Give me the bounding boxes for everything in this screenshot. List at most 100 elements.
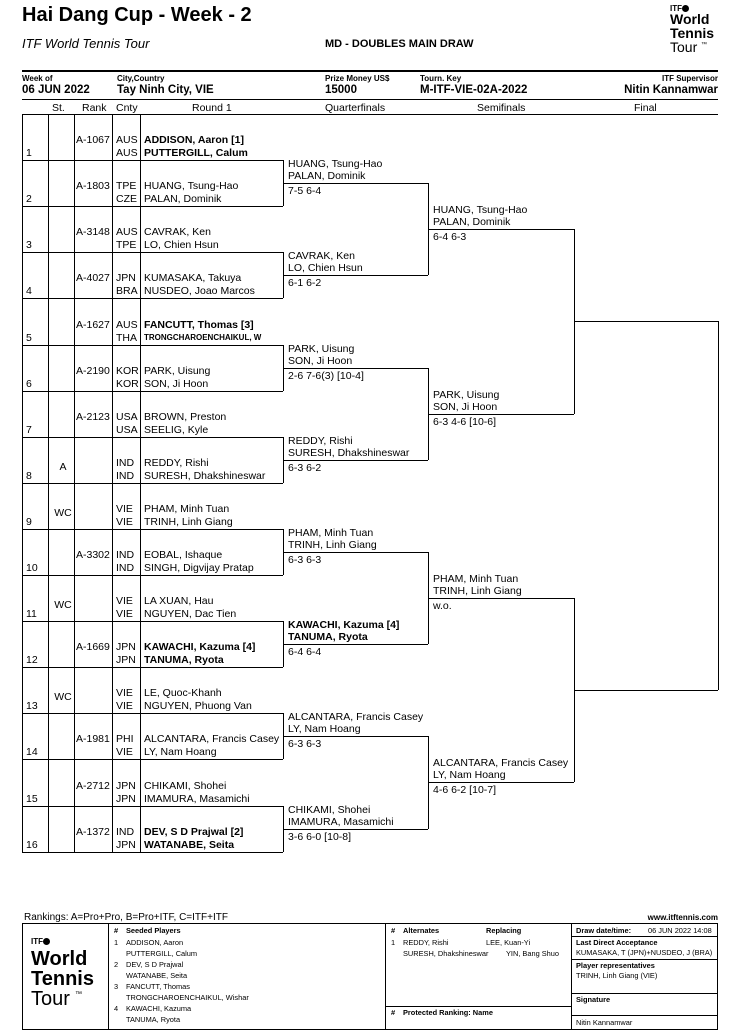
prot-hash: # [391,1008,396,1017]
footer-tennis-ball-icon [43,938,50,945]
sf-line [428,229,574,231]
entry-status: WC [54,506,72,519]
entry-country-2: JPN [116,792,136,805]
seeded-title: Seeded Players [126,926,181,935]
entry-player-1: REDDY, Rishi [144,456,209,469]
seeded-player-2: TRONGCHAROENCHAIKUL, Wishar [126,993,249,1002]
signature-label: Signature [576,995,611,1004]
draw-name: MD - DOUBLES MAIN DRAW [325,38,474,50]
r1-connector [283,436,284,483]
entry-country-1: VIE [116,502,133,515]
draw-datetime-label: Draw date/time: [576,926,632,935]
prot-rule [386,1006,572,1007]
alt-player-1: REDDY, Rishi [403,938,449,947]
col-quarterfinals: Quarterfinals [325,102,386,114]
entry-player-2: SEELIG, Kyle [144,423,209,436]
qf-player-1: KAWACHI, Kazuma [4] [288,619,400,632]
footer-logo-box: ITF World Tennis Tour ™ [22,923,109,1030]
seeded-player-2: TANUMA, Ryota [126,1015,181,1024]
entry-player-1: PHAM, Minh Tuan [144,502,230,515]
col-st: St. [52,102,65,114]
qf-player-1: REDDY, Rishi [288,434,353,447]
entry-bottom-line [22,344,283,346]
entry-bottom-line [22,390,283,392]
alt-hash: # [391,926,396,935]
entry-number: 13 [26,700,38,713]
qf-player-2: PALAN, Dominik [288,170,366,183]
entry-bottom-line [22,621,283,623]
col-rank: Rank [82,102,107,114]
entry-country-2: CZE [116,193,137,206]
reps-label: Player representatives [576,961,655,970]
entry-player-1: KUMASAKA, Takuya [144,272,242,285]
header-rule [22,70,718,72]
entry-bottom-line [22,436,283,438]
entry-number: 8 [26,469,32,482]
qf-line [283,275,428,277]
entry-player-1: EOBAL, Ishaque [144,549,223,561]
col-semifinals: Semifinals [477,102,526,114]
entry-rank: A-2190 [76,364,110,377]
seeded-hash: # [114,926,119,935]
lda-value: KUMASAKA, T (JPN)+NUSDEO, J (BRA) [576,948,713,957]
seeded-number: 2 [114,960,119,969]
entry-country-2: IND [116,469,135,482]
entry-number: 1 [26,147,32,160]
col-cnty: Cnty [116,102,138,114]
qf-connector [428,551,429,645]
entry-rank: A-3148 [76,226,110,239]
qf-line [283,183,428,185]
entry-rank: A-1627 [76,318,110,331]
entry-country-2: VIE [116,515,133,528]
sf-score: w.o. [433,600,452,613]
qf-player-1: CHIKAMI, Shohei [288,803,371,816]
seeded-player-2: WATANABE, Seita [126,971,188,980]
entry-country-2: VIE [116,608,133,621]
entry-player-2: IMAMURA, Masamichi [144,792,250,805]
sf-player-1: ALCANTARA, Francis Casey [433,757,569,770]
logo-tm: ™ [701,42,707,48]
final-line [574,690,718,692]
seeded-player-1: FANCUTT, Thomas [126,982,190,991]
qf-line [283,459,428,461]
entry-player-1: ADDISON, Aaron [1] [144,134,244,147]
qf-score: 6-3 6-3 [288,553,322,566]
entry-number: 3 [26,239,32,252]
qf-player-2: SON, Ji Hoon [288,354,353,367]
entry-player-1: LE, Quoc-Khanh [144,687,222,700]
seeded-number: 3 [114,982,119,991]
entry-rank: A-1372 [76,825,110,838]
entry-country-1: KOR [116,364,139,377]
entry-player-2: TRINH, Linh Giang [144,515,233,528]
column-header-rule [22,114,718,115]
entry-country-2: VIE [116,746,133,759]
entry-player-1: BROWN, Preston [144,410,227,423]
draw-datetime-value: 06 JUN 2022 14:08 [648,926,712,935]
footer-logo-tennis: Tennis [31,968,94,990]
entry-player-2: LO, Chien Hsun [144,239,219,252]
entry-number: 11 [26,608,37,621]
entry-country-1: JPN [116,641,136,654]
qf-score: 6-1 6-2 [288,277,322,290]
entry-number: 15 [26,792,38,805]
entry-country-2: JPN [116,838,136,851]
entry-bottom-line [22,528,283,530]
entry-status: A [59,460,67,473]
footer-logo-tour: Tour [31,988,70,1010]
col-round1: Round 1 [192,102,232,114]
logo-line-world: World [670,11,710,27]
sf-player-2: TRINH, Linh Giang [433,585,522,598]
qf-score: 2-6 7-6(3) [10-4] [288,369,364,382]
qf-player-2: LO, Chien Hsun [288,262,363,275]
entry-player-2: NUSDEO, Joao Marcos [144,285,255,298]
qf-player-2: IMAMURA, Masamichi [288,815,394,828]
entry-player-1: KAWACHI, Kazuma [4] [144,641,256,654]
reps-value: TRINH, Linh Giang (VIE) [576,971,658,980]
alt-title: Alternates [403,926,440,935]
final-connector [718,321,719,691]
seeded-number: 4 [114,1004,119,1013]
entry-rank: A-1981 [76,733,110,746]
entry-country-2: USA [116,423,138,436]
entry-number: 16 [26,838,38,851]
entry-country-1: AUS [116,226,138,239]
